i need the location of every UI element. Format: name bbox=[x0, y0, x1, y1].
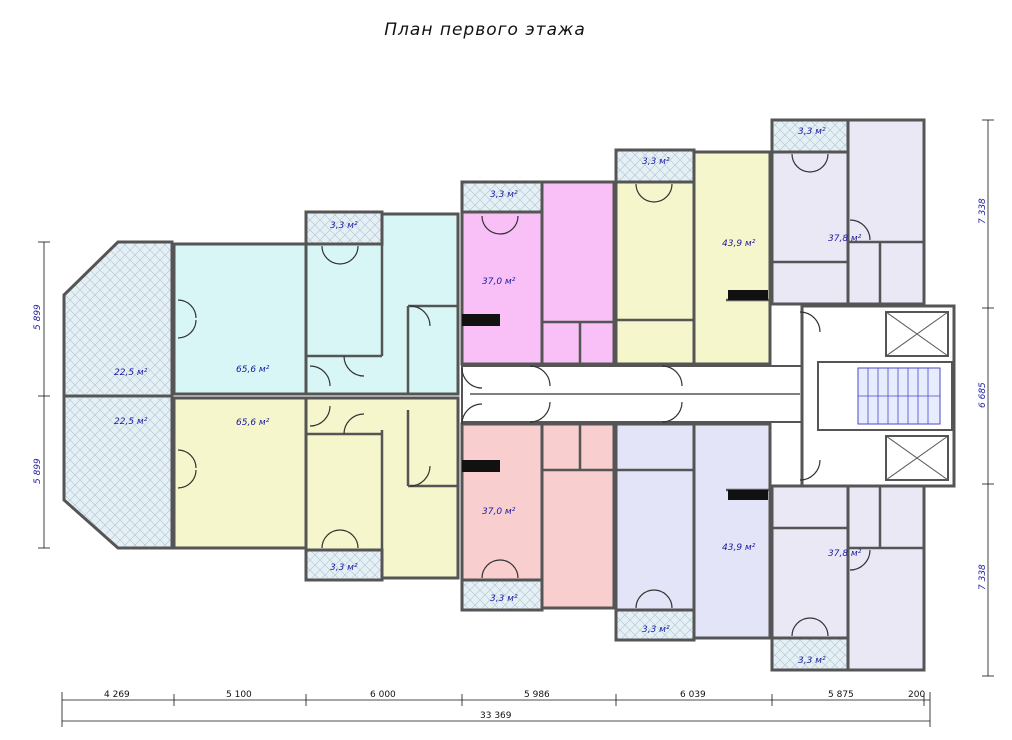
apt1-top-room bbox=[172, 242, 308, 396]
area-apt3-bottom: 37,0 м² bbox=[482, 507, 516, 517]
apt3-bottom-room bbox=[460, 422, 544, 582]
balcony-4-top bbox=[614, 148, 696, 184]
balcony-4-bottom bbox=[614, 608, 696, 642]
dim-bottom-2: 5 100 bbox=[226, 690, 252, 700]
area-balcony2-bottom: 3,3 м² bbox=[330, 563, 358, 573]
area-terrace-top: 22,5 м² bbox=[114, 368, 148, 378]
dim-bottom-6: 5 875 bbox=[828, 690, 854, 700]
area-balcony5-bottom: 3,3 м² bbox=[798, 656, 826, 666]
terrace-top bbox=[62, 240, 174, 398]
dim-right-2: 6 685 bbox=[978, 382, 988, 408]
area-apt5-bottom: 37,8 м² bbox=[828, 549, 862, 559]
dim-right-3: 7 338 bbox=[978, 564, 988, 590]
balcony-3-bottom bbox=[460, 578, 544, 612]
area-terrace-bottom: 22,5 м² bbox=[114, 417, 148, 427]
area-balcony4-top: 3,3 м² bbox=[642, 157, 670, 167]
apt5-bottom-room-2 bbox=[846, 484, 926, 672]
balcony-3-top bbox=[460, 180, 544, 214]
plan-title: План первого этажа bbox=[384, 20, 586, 40]
apt3-bottom-room-2 bbox=[540, 422, 616, 610]
dim-bottom-1: 4 269 bbox=[104, 690, 130, 700]
area-balcony4-bottom: 3,3 м² bbox=[642, 625, 670, 635]
dim-bottom-4: 5 986 bbox=[524, 690, 550, 700]
area-balcony5-top: 3,3 м² bbox=[798, 127, 826, 137]
balcony-2-top bbox=[304, 210, 384, 246]
area-apt1-bottom: 65,6 м² bbox=[236, 418, 270, 428]
dim-left-2: 5 899 bbox=[33, 458, 43, 484]
dim-right-1: 7 338 bbox=[978, 198, 988, 224]
dim-left-1: 5 899 bbox=[33, 304, 43, 330]
apt4-bottom-room-2 bbox=[692, 422, 772, 640]
dim-bottom-5: 6 039 bbox=[680, 690, 706, 700]
apt3-top-room bbox=[460, 210, 544, 366]
dim-total: 33 369 bbox=[480, 711, 512, 721]
balcony-5-bottom bbox=[770, 636, 850, 672]
area-balcony2-top: 3,3 м² bbox=[330, 221, 358, 231]
terrace-bottom bbox=[62, 394, 174, 550]
apt5-top-room-2 bbox=[846, 118, 926, 306]
area-balcony3-top: 3,3 м² bbox=[490, 190, 518, 200]
balcony-2-bottom bbox=[304, 548, 384, 582]
balcony-5-top bbox=[770, 118, 850, 154]
apt3-top-room-2 bbox=[540, 180, 616, 366]
area-apt3-top: 37,0 м² bbox=[482, 277, 516, 287]
dim-bottom-7: 200 bbox=[908, 690, 925, 700]
apt4-top-room-2 bbox=[692, 150, 772, 366]
area-apt5-top: 37,8 м² bbox=[828, 234, 862, 244]
apt4-bottom-room bbox=[614, 422, 696, 612]
apt4-top-room bbox=[614, 180, 696, 366]
area-balcony3-bottom: 3,3 м² bbox=[490, 594, 518, 604]
dim-bottom-3: 6 000 bbox=[370, 690, 396, 700]
area-apt4-top: 43,9 м² bbox=[722, 239, 756, 249]
area-apt4-bottom: 43,9 м² bbox=[722, 543, 756, 553]
area-apt1-top: 65,6 м² bbox=[236, 365, 270, 375]
